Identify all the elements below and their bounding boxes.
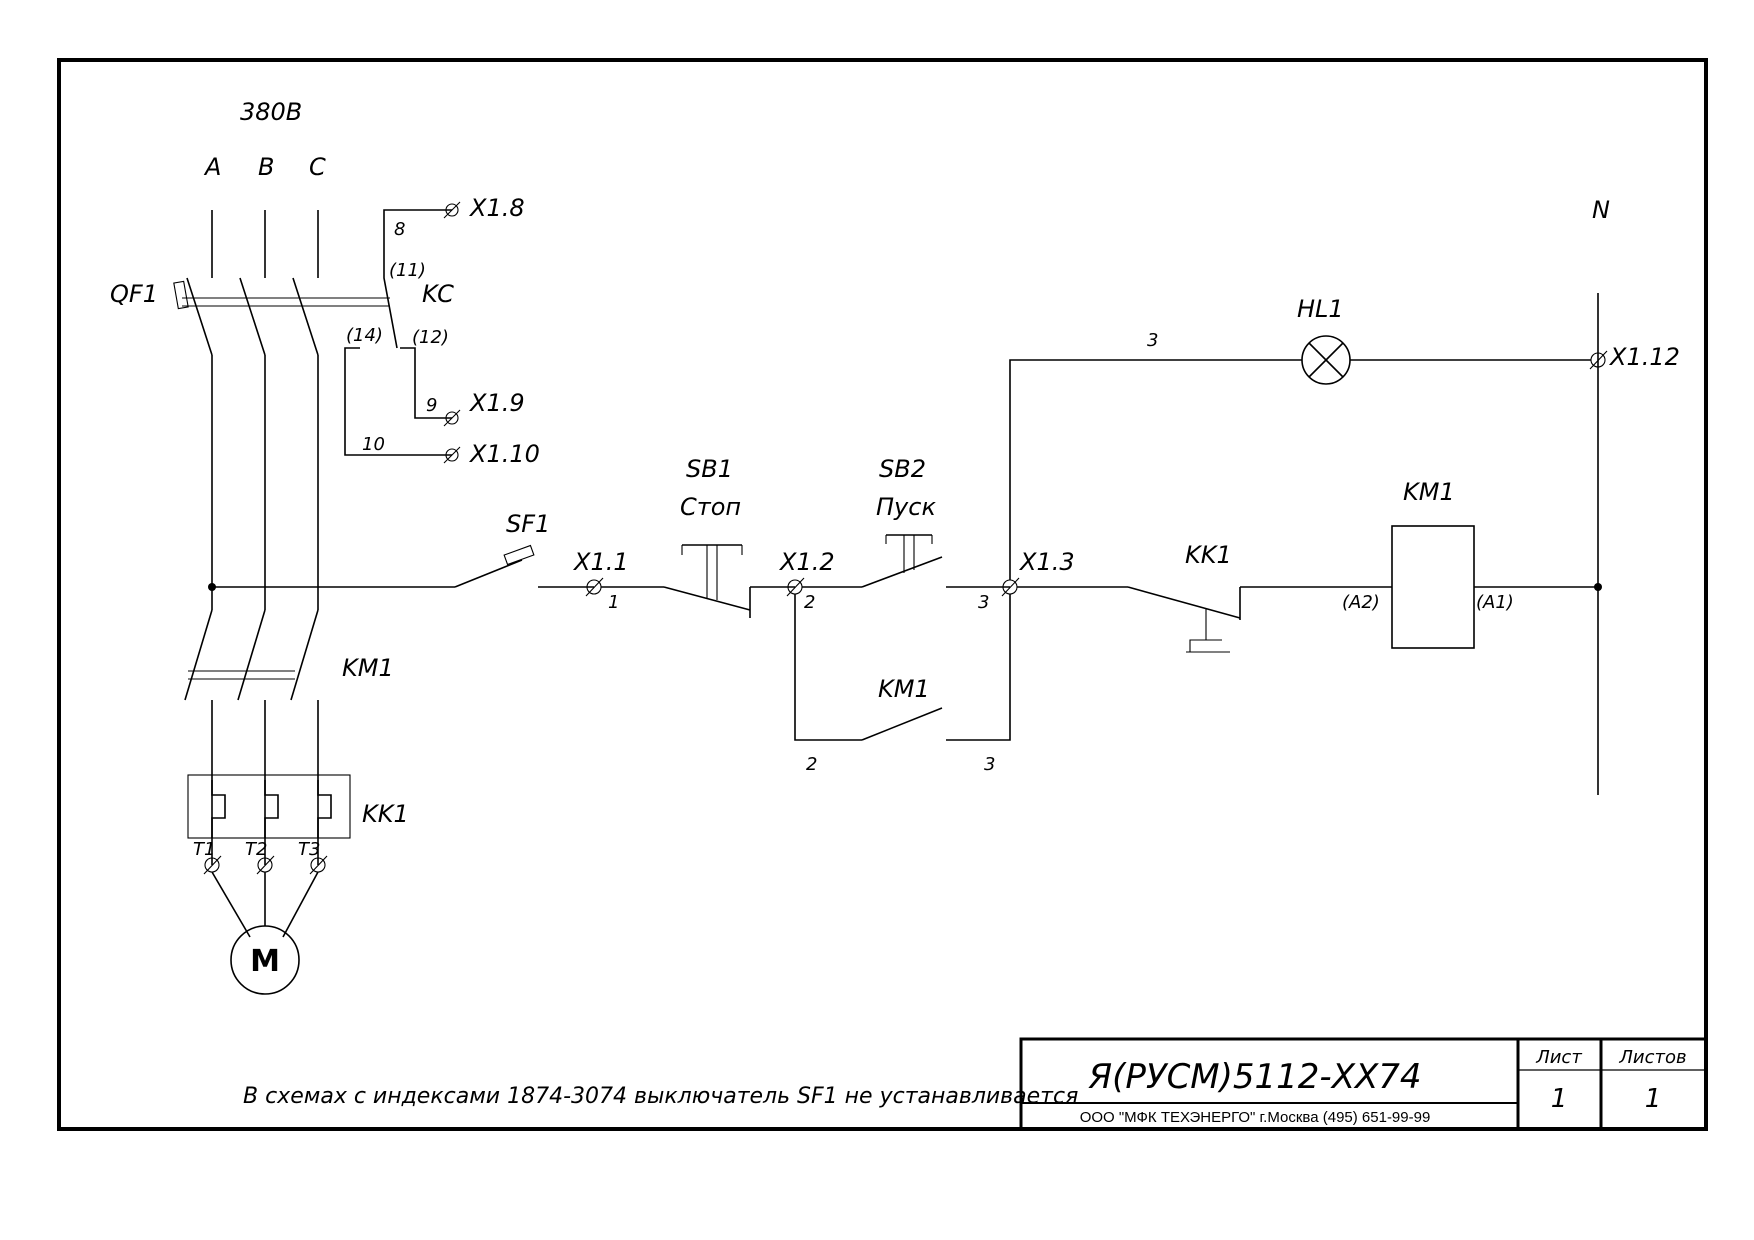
- kk1-contact-label: KK1: [1185, 541, 1232, 569]
- sheet-value: 1: [1551, 1084, 1568, 1114]
- power-circuit: 380В A B C QF1: [110, 98, 540, 995]
- control-circuit: SF1 X1.1 1 SB1 Стоп X1.2 2: [212, 196, 1680, 795]
- document-designation: Я(РУСМ)5112-XX74: [1087, 1057, 1421, 1097]
- sheet-label: Лист: [1535, 1047, 1582, 1068]
- phase-c-label: C: [309, 153, 326, 181]
- sb2-caption: Пуск: [876, 493, 936, 521]
- wire-label-8: 8: [394, 219, 405, 240]
- terminal-x1-1: X1.1: [572, 548, 629, 576]
- neutral-label: N: [1592, 196, 1610, 224]
- sheets-label: Листов: [1618, 1047, 1686, 1068]
- kk1-relay-label: KK1: [362, 800, 409, 828]
- wire-label-2b: 2: [806, 754, 817, 775]
- wire-label-1: 1: [608, 592, 619, 613]
- sb2-label: SB2: [879, 455, 926, 483]
- kc-auxiliary-contact: [344, 201, 461, 464]
- kc-pin-12: (12): [412, 327, 449, 348]
- motor-symbol: [230, 925, 300, 995]
- km1-main-contacts: [184, 609, 319, 865]
- terminal-x1-8: X1.8: [468, 194, 525, 222]
- sb1-stop-button: [601, 544, 751, 618]
- wire-label-3c: 3: [1147, 330, 1158, 351]
- qf1-label: QF1: [110, 280, 158, 308]
- sf1-label: SF1: [506, 510, 550, 538]
- company-info: ООО "МФК ТЕХЭНЕРГО" г.Москва (495) 651-9…: [1080, 1109, 1431, 1126]
- wire-label-9: 9: [426, 395, 437, 416]
- sb1-label: SB1: [686, 455, 733, 483]
- terminal-x1-9: X1.9: [468, 389, 525, 417]
- wire-label-10: 10: [362, 434, 385, 455]
- coil-pin-a1: (A1): [1476, 592, 1514, 613]
- km1-aux-contact: [794, 594, 1011, 741]
- hl1-label: HL1: [1297, 295, 1344, 323]
- km1-coil: [1278, 525, 1598, 649]
- phase-b-label: B: [258, 153, 274, 181]
- kc-pin-11: (11): [389, 260, 426, 281]
- terminal-x1-12: X1.12: [1608, 343, 1680, 371]
- qf1-breaker: [173, 277, 390, 610]
- motor-label: M: [250, 944, 280, 979]
- phase-a-label: A: [203, 153, 221, 181]
- kk1-nc-contact: [1017, 586, 1278, 653]
- terminal-t2: T2: [245, 839, 267, 860]
- wire-label-3b: 3: [984, 754, 995, 775]
- title-block: Я(РУСМ)5112-XX74 ООО "МФК ТЕХЭНЕРГО" г.М…: [1019, 1037, 1708, 1131]
- terminal-x1-10: X1.10: [468, 440, 540, 468]
- terminal-x1-3: X1.3: [1018, 548, 1075, 576]
- terminal-t3: T3: [298, 839, 320, 860]
- kk1-thermal-relay: [187, 774, 351, 839]
- supply-voltage-label: 380В: [240, 98, 302, 126]
- sb2-start-button: [802, 534, 1010, 588]
- sb1-caption: Стоп: [680, 493, 741, 521]
- sf1-switch: [454, 544, 594, 588]
- wire-label-2a: 2: [804, 592, 815, 613]
- kc-label: KC: [422, 280, 454, 308]
- km1-coil-label: KM1: [1403, 478, 1455, 506]
- coil-pin-a2: (A2): [1342, 592, 1380, 613]
- wire-label-3a: 3: [978, 592, 989, 613]
- sheets-value: 1: [1645, 1084, 1662, 1114]
- kc-pin-14: (14): [346, 325, 383, 346]
- terminal-x1-2: X1.2: [778, 548, 835, 576]
- hl1-lamp-branch: [1009, 335, 1591, 580]
- km1-aux-label: KM1: [878, 675, 930, 703]
- drawing-frame: [57, 58, 1708, 1131]
- terminal-t1: T1: [193, 839, 215, 860]
- installation-note: В схемах с индексами 1874-3074 выключате…: [243, 1084, 1078, 1109]
- km1-main-label: KM1: [342, 654, 394, 682]
